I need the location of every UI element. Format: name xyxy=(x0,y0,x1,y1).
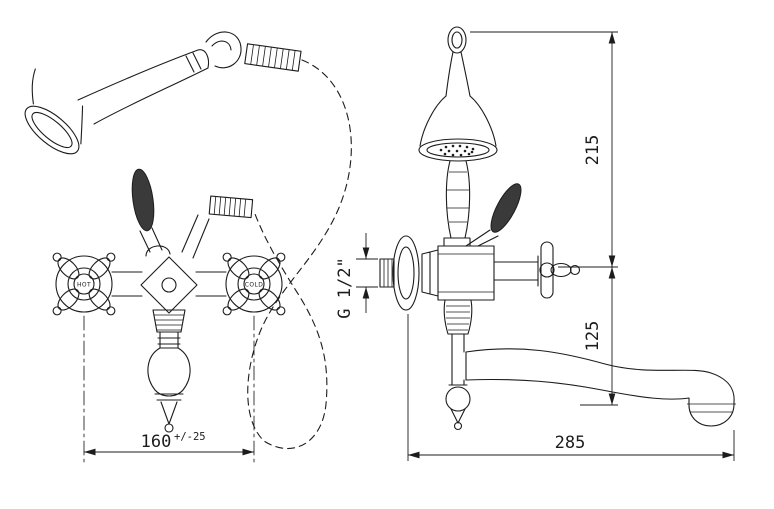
shower-hose xyxy=(247,59,352,450)
dim-height-upper-value: 215 xyxy=(583,135,603,166)
dim-height-lower-value: 125 xyxy=(583,321,603,352)
spray-face-dots xyxy=(439,144,475,157)
diverter-lever-side xyxy=(465,183,522,247)
front-view: HOT COLD xyxy=(24,31,352,463)
valve-body-side xyxy=(437,245,495,301)
dim-width-tolerance: +/-25 xyxy=(174,431,206,443)
dim-depth: 285 xyxy=(407,314,735,461)
riser-column xyxy=(443,160,471,247)
dim-thread-value: G 1/2" xyxy=(335,257,355,318)
dim-depth-value: 285 xyxy=(555,433,586,453)
handle-hot: HOT xyxy=(52,252,116,316)
diverter-lever-front xyxy=(131,168,171,257)
spout-front xyxy=(147,309,191,433)
cradle-hook xyxy=(205,31,242,69)
cross-handle-side xyxy=(493,241,581,299)
dim-height-upper: 215 xyxy=(470,31,618,268)
dim-width-value: 160 xyxy=(141,432,172,452)
dim-thread: G 1/2" xyxy=(335,233,378,319)
side-view xyxy=(379,26,736,431)
dim-height-lower: 125 xyxy=(580,267,618,406)
wall-flange xyxy=(379,235,439,311)
valve-body-front xyxy=(111,256,227,314)
hose-connector-top xyxy=(244,43,302,72)
hose-connector-mid xyxy=(181,195,254,259)
cold-label: COLD xyxy=(245,282,263,289)
spout-column-side xyxy=(443,299,473,431)
hot-label: HOT xyxy=(77,282,91,289)
handle-cold: COLD xyxy=(222,252,286,316)
handshower-side xyxy=(418,26,498,162)
tub-spout-side xyxy=(465,348,736,427)
dimensions: 160 +/-25 G 1/2" 215 125 285 xyxy=(84,31,735,461)
dim-width: 160 +/-25 xyxy=(84,431,254,456)
handshower-head xyxy=(24,49,210,155)
